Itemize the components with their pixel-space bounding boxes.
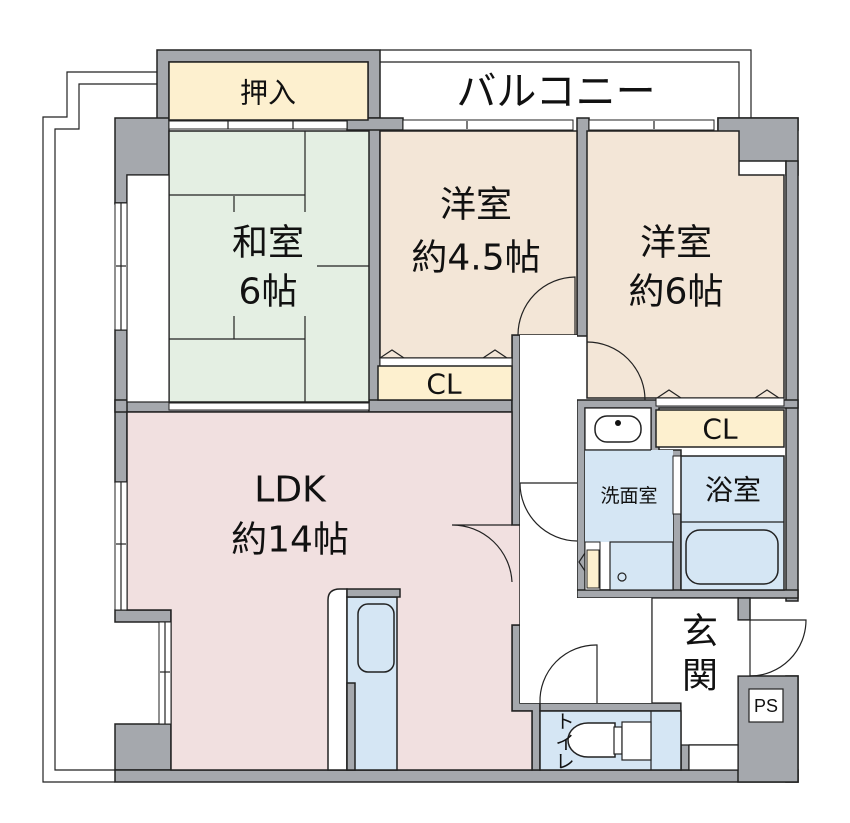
pipe-space: PS <box>748 688 784 723</box>
toilet-label-char-1: ト <box>555 711 574 733</box>
room-label-youshitsu-a-name: 洋室 <box>440 185 512 226</box>
balcony <box>380 49 752 120</box>
side-balcony-rail <box>42 71 157 783</box>
room-label-washitsu-size: 6帖 <box>239 272 298 313</box>
toilet-label-char-2: イ <box>555 732 574 754</box>
room-label-ldk-size: 約14帖 <box>231 520 349 561</box>
room-genkan: 玄 関 <box>651 597 807 771</box>
room-ldk: LDK 約14帖 <box>114 411 533 771</box>
closet-b-label: CL <box>702 413 738 446</box>
room-label-youshitsu-b-size: 約6帖 <box>629 272 724 313</box>
room-label-youshitsu-a-size: 約4.5帖 <box>411 238 540 279</box>
room-youshitsu-a: 洋室 約4.5帖 <box>379 119 578 367</box>
closet-b: CL <box>655 409 785 448</box>
pipe-space-label: PS <box>754 696 778 716</box>
closet-a-label: CL <box>426 368 462 401</box>
room-label-yokushitsu: 浴室 <box>705 474 761 507</box>
room-label-balcony: バルコニー <box>456 69 655 115</box>
toilet-label-char-3: レ <box>555 751 574 773</box>
room-washitsu: 和室 6帖 <box>114 130 370 411</box>
room-label-senmenjo: 洗面室 <box>600 485 657 507</box>
room-label-washitsu-name: 和室 <box>232 223 304 264</box>
room-label-oshiire: 押入 <box>240 77 296 110</box>
room-yokushitsu: 浴室 <box>680 455 785 591</box>
room-toilet: ト イ レ <box>539 710 682 773</box>
room-label-ldk-name: LDK <box>254 470 327 511</box>
room-label-youshitsu-b-name: 洋室 <box>640 223 712 264</box>
room-label-genkan-2: 関 <box>682 656 718 697</box>
room-label-genkan-1: 玄 <box>682 612 718 653</box>
closet-a: CL <box>377 365 513 401</box>
room-senmenjo: 洗面室 <box>578 407 686 591</box>
room-youshitsu-b: 洋室 約6帖 <box>586 119 785 407</box>
room-oshiire: 押入 <box>168 61 369 130</box>
